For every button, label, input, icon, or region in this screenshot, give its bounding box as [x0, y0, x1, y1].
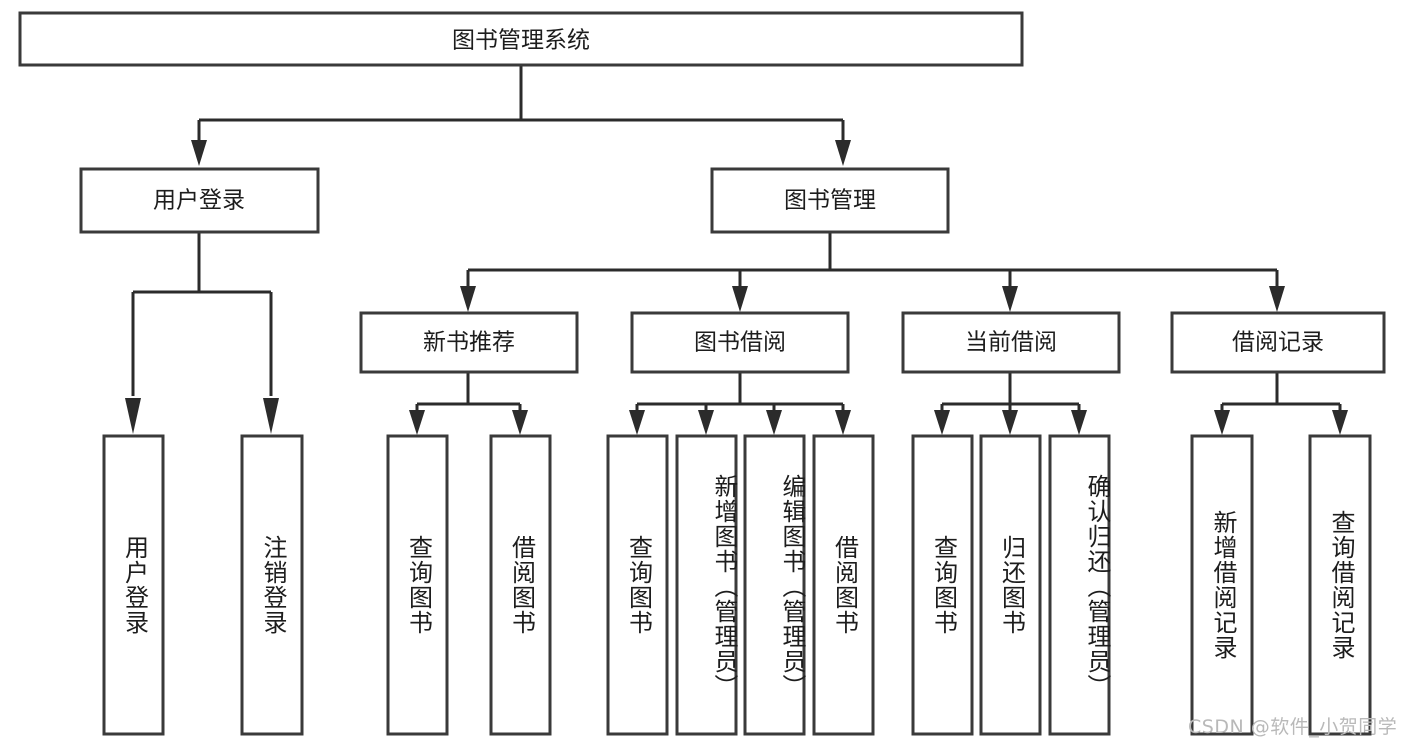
node-root-box[interactable]	[18, 11, 1024, 67]
leaf-box-borrow-book-2[interactable]	[812, 434, 875, 736]
connector-book-manage-to-level3	[460, 232, 1285, 312]
arrow-head-icon	[629, 410, 645, 435]
connector-borrow-record-to-leaves	[1214, 372, 1348, 435]
node-book-borrow-box[interactable]	[630, 311, 850, 374]
arrow-head-icon	[1071, 410, 1087, 435]
leaf-box-query-book-1[interactable]	[386, 434, 449, 736]
arrow-head-icon	[732, 286, 748, 312]
connector-current-borrow-to-leaves	[934, 372, 1087, 435]
connector-root-to-level2	[191, 65, 851, 166]
node-user-login-label: 用户登录	[153, 188, 245, 214]
node-root[interactable]: 图书管理系统	[18, 11, 1024, 67]
connector-book-borrow-to-leaves	[629, 372, 851, 435]
node-new-book-recommend[interactable]: 新书推荐	[359, 311, 579, 374]
arrow-head-icon	[1214, 410, 1230, 435]
node-book-borrow[interactable]: 图书借阅	[630, 311, 850, 374]
node-current-borrow[interactable]: 当前借阅	[901, 311, 1121, 374]
node-new-book-recommend-label: 新书推荐	[423, 330, 515, 356]
connector-new-book-recommend-to-leaves	[409, 372, 528, 435]
leaf-box-user-login[interactable]	[102, 434, 165, 736]
arrow-head-icon	[191, 140, 207, 166]
node-current-borrow-box[interactable]	[901, 311, 1121, 374]
node-book-manage-label: 图书管理	[784, 188, 876, 214]
node-borrow-record[interactable]: 借阅记录	[1170, 311, 1386, 374]
arrow-head-icon	[512, 410, 528, 435]
leaf-box-logout-login[interactable]	[240, 434, 304, 736]
arrow-head-icon	[1269, 286, 1285, 312]
leaf-box-borrow-book-1[interactable]	[489, 434, 552, 736]
node-current-borrow-label: 当前借阅	[965, 330, 1057, 356]
node-borrow-record-label: 借阅记录	[1232, 330, 1324, 356]
arrow-head-icon	[698, 410, 714, 435]
arrow-head-icon	[934, 410, 950, 435]
node-user-login[interactable]: 用户登录	[79, 167, 320, 234]
node-borrow-record-box[interactable]	[1170, 311, 1386, 374]
leaf-box-query-borrow-record[interactable]	[1308, 434, 1372, 736]
node-new-book-recommend-box[interactable]	[359, 311, 579, 374]
node-book-manage-box[interactable]	[710, 167, 950, 234]
leaf-box-confirm-return-admin[interactable]	[1048, 434, 1111, 736]
node-book-borrow-label: 图书借阅	[694, 330, 786, 356]
node-book-manage[interactable]: 图书管理	[710, 167, 950, 234]
node-root-label: 图书管理系统	[452, 28, 590, 54]
node-user-login-box[interactable]	[79, 167, 320, 234]
arrow-head-icon	[835, 140, 851, 166]
arrow-head-icon	[766, 410, 782, 435]
arrow-head-icon	[1002, 410, 1018, 435]
leaf-box-return-book[interactable]	[979, 434, 1042, 736]
leaf-box-add-borrow-record[interactable]	[1190, 434, 1254, 736]
arrow-head-icon	[263, 398, 279, 434]
arrow-head-icon	[125, 398, 141, 434]
leaf-box-add-book-admin[interactable]	[675, 434, 738, 736]
arrow-head-icon	[460, 286, 476, 312]
leaf-box-edit-book-admin[interactable]	[743, 434, 806, 736]
arrow-head-icon	[409, 410, 425, 435]
arrow-head-icon	[835, 410, 851, 435]
connector-user-login-to-leaves	[125, 232, 279, 434]
arrow-head-icon	[1002, 286, 1018, 312]
csdn-watermark: CSDN @软件_小贺同学	[1188, 716, 1398, 738]
leaf-box-query-book-3[interactable]	[911, 434, 974, 736]
arrow-head-icon	[1332, 410, 1348, 435]
leaf-box-query-book-2[interactable]	[606, 434, 669, 736]
